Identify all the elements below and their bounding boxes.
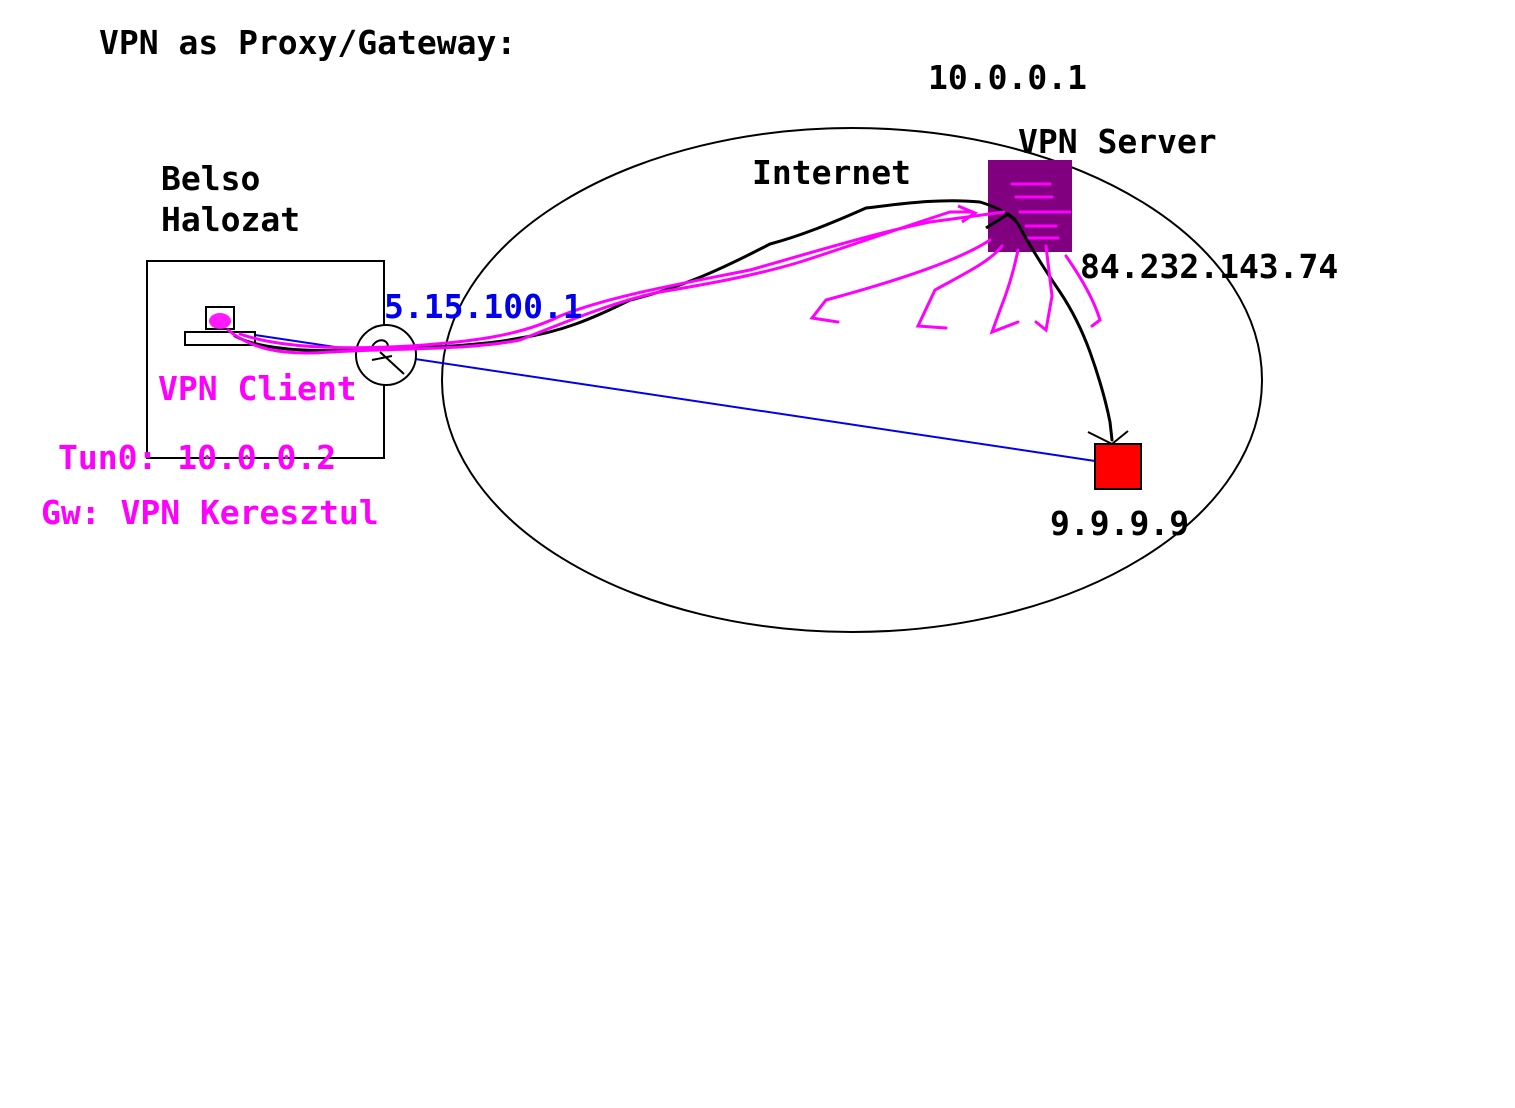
magenta-tunnel-path-2	[238, 210, 1006, 350]
internet-label: Internet	[752, 153, 911, 192]
black-tunnel-path	[233, 199, 1114, 442]
computer-icon	[184, 306, 256, 346]
tunnel-server-ip: 10.0.0.1	[928, 58, 1087, 97]
page-title: VPN as Proxy/Gateway:	[99, 23, 517, 62]
magenta-tunnel-path-1	[226, 210, 974, 355]
gateway-label: Gw: VPN Keresztul	[41, 493, 379, 532]
internal-network-label-line1: Belso	[161, 159, 261, 198]
host-icon	[1094, 443, 1142, 490]
internal-network-label-line2: Halozat	[161, 200, 301, 239]
server-junction-scribble	[985, 212, 1017, 230]
target-arrowhead	[1087, 430, 1129, 446]
target-ip-label: 9.9.9.9	[1050, 504, 1190, 543]
server-icon	[988, 160, 1072, 252]
router-public-ip: 5.15.100.1	[384, 287, 583, 326]
router-icon	[355, 324, 417, 386]
internet-cloud	[441, 127, 1263, 633]
server-public-ip: 84.232.143.74	[1080, 247, 1339, 286]
magenta-arrow-head	[957, 204, 979, 224]
vpn-client-label: VPN Client	[158, 369, 357, 408]
tun0-label: Tun0: 10.0.0.2	[58, 438, 337, 477]
broadcast-arrows	[809, 238, 1102, 335]
internal-network-box	[146, 260, 385, 459]
vpn-server-label: VPN Server	[1018, 122, 1217, 161]
